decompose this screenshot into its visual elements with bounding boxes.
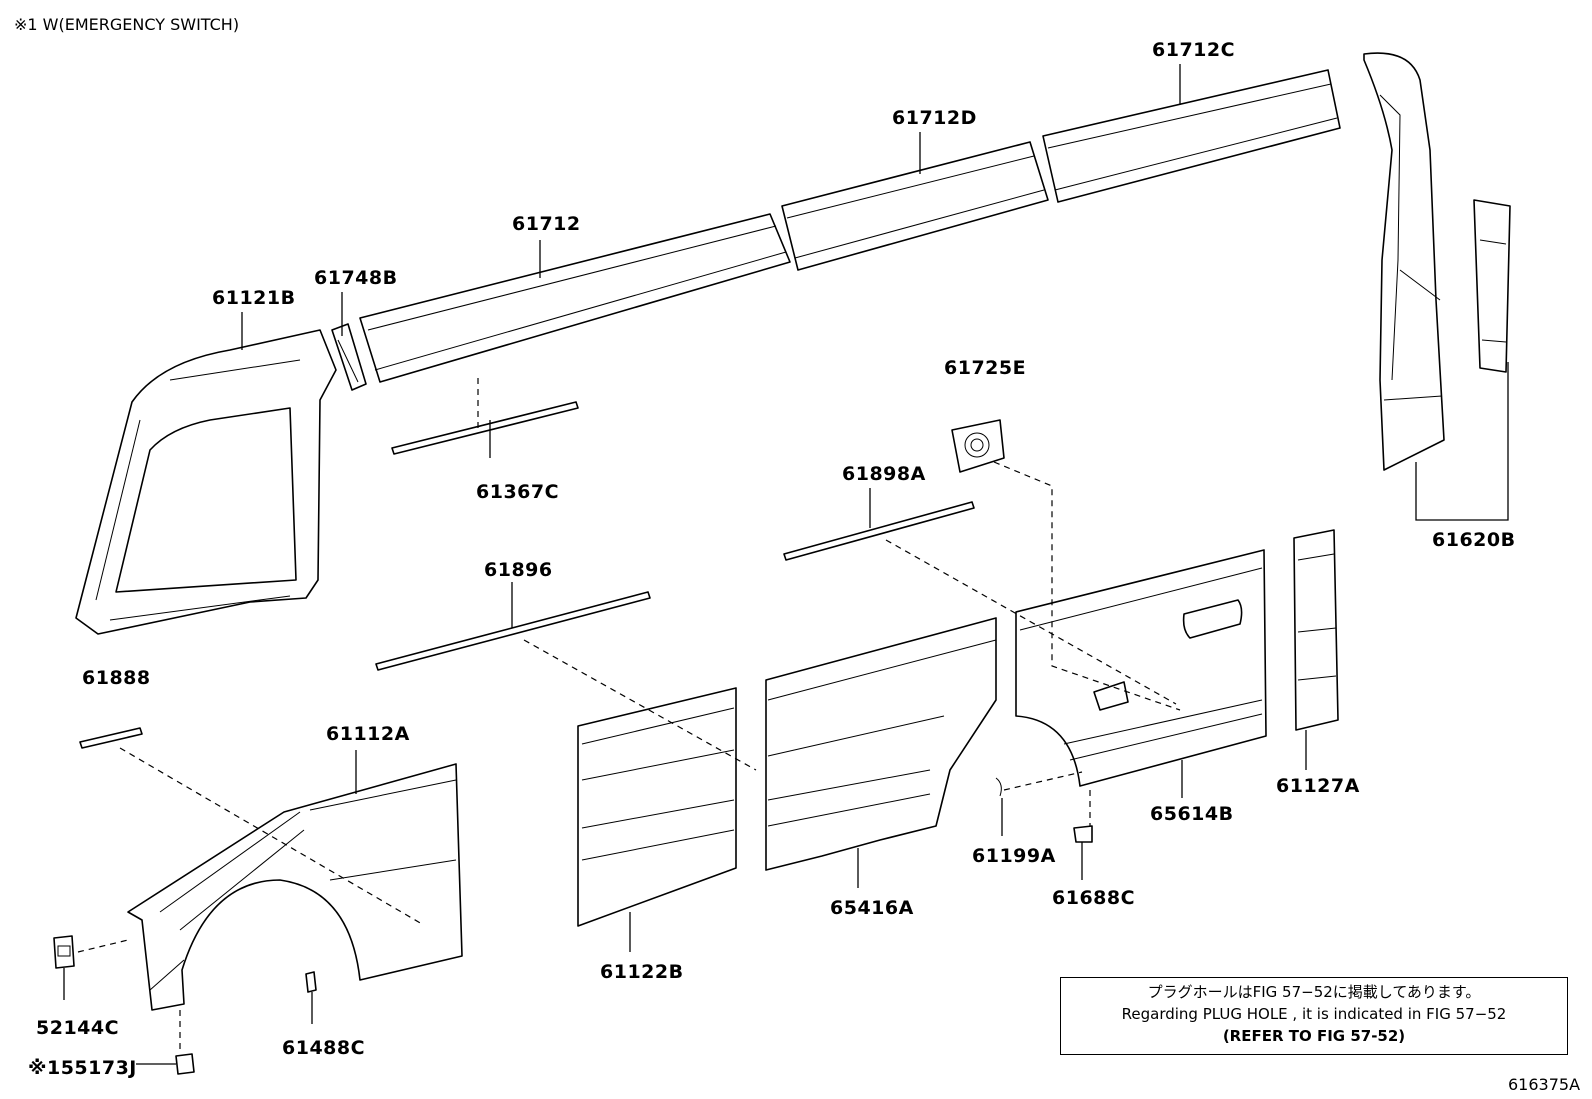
label-61112A: 61112A [326,723,410,745]
leader-lines [63,64,1509,1065]
label-61367C: 61367C [476,481,559,503]
label-61712C: 61712C [1152,39,1235,61]
label-61122B: 61122B [600,961,684,983]
note-line-ref: (REFER TO FIG 57-52) [1222,1027,1406,1045]
label-55173J: ※155173J [28,1057,137,1079]
part-61112A-front-quarter [127,763,463,1011]
label-61620B: 61620B [1432,529,1516,551]
label-61725E: 61725E [944,357,1026,379]
part-61199A-clip [995,777,1002,797]
plug-hole-note: プラグホールはFIG 57−52に掲載してあります。 Regarding PLU… [1060,977,1568,1055]
part-61367C-molding [391,401,579,455]
part-labels: 61712C 61712D 61712 61748B 61121B 61725E… [28,39,1516,1079]
part-61712C-strip [1042,69,1341,203]
label-65614B: 65614B [1150,803,1234,825]
part-61748B-joint [331,323,367,391]
part-61127A-rear-pillar-panel [1293,529,1339,731]
label-61199A: 61199A [972,845,1056,867]
label-61688C: 61688C [1052,887,1135,909]
label-61127A: 61127A [1276,775,1360,797]
part-61712-strip [359,213,791,383]
figure-code: 616375A [1508,1075,1580,1094]
label-61712: 61712 [512,213,581,235]
part-61896-molding [375,591,651,671]
label-61896: 61896 [484,559,553,581]
label-61748B: 61748B [314,267,398,289]
part-61121B-upper-quarter [75,329,337,635]
label-52144C: 52144C [36,1017,119,1039]
label-61898A: 61898A [842,463,926,485]
dashed-lines [77,378,1181,1054]
part-61725E-fuel-lid [951,419,1005,473]
part-65416A-side-panel [765,617,997,871]
label-65416A: 65416A [830,897,914,919]
note-line-jp: プラグホールはFIG 57−52に掲載してあります。 [1147,983,1481,1001]
header-note: ※1 W(EMERGENCY SWITCH) [14,15,239,34]
part-55173J-switch [175,1053,195,1075]
part-61488C-clip [305,971,317,993]
part-61888-molding [79,727,143,749]
label-61488C: 61488C [282,1037,365,1059]
label-61712D: 61712D [892,107,977,129]
label-61888: 61888 [82,667,151,689]
part-52144C-bracket [53,935,75,969]
part-61688C-clip [1073,825,1093,843]
part-61898A-molding [783,501,975,561]
note-line-en: Regarding PLUG HOLE , it is indicated in… [1121,1005,1507,1023]
part-61122B-side-panel [577,687,737,927]
label-61121B: 61121B [212,287,296,309]
part-61712D-strip [781,141,1049,271]
part-61620B-rear-pillar [1363,52,1511,471]
part-65614B-rear-quarter [1015,549,1267,787]
